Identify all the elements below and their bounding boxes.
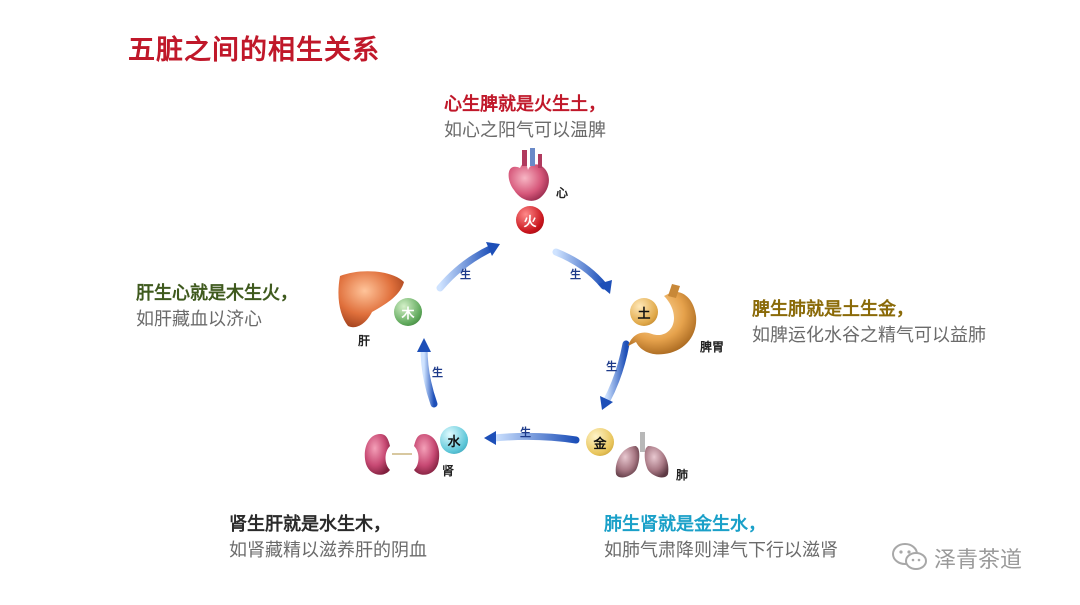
- element-metal-badge: 金: [586, 428, 614, 456]
- watermark-text: 泽青茶道: [934, 548, 1023, 573]
- caption-kidney-detail: 如肾藏精以滋养肝的阴血: [229, 540, 427, 561]
- page-title: 五脏之间的相生关系: [128, 35, 380, 66]
- caption-heart-detail: 如心之阳气可以温脾: [444, 120, 606, 141]
- arrow-lung-to-kidney: [484, 431, 580, 445]
- stomach-icon: [628, 284, 697, 355]
- caption-lung-detail: 如肺气肃降则津气下行以滋肾: [604, 540, 838, 561]
- caption-liver-detail: 如肝藏血以济心: [136, 309, 262, 330]
- lungs-icon: [615, 432, 669, 478]
- caption-heart-heading: 心生脾就是火生土，: [444, 94, 606, 115]
- caption-lung-heading: 肺生肾就是金生水，: [604, 514, 766, 535]
- caption-spleen-heading: 脾生肺就是土生金，: [752, 299, 914, 320]
- element-earth-badge: 土: [630, 298, 658, 326]
- arrow-label-liver-heart: 生: [460, 268, 471, 281]
- caption-liver: 肝生心就是木生火， 如肝藏血以济心: [136, 281, 298, 333]
- liver-icon: [338, 271, 404, 328]
- organ-label-spleen: 脾胃: [700, 340, 725, 354]
- organ-label-kidney: 肾: [442, 464, 455, 478]
- element-fire-badge: 火: [516, 206, 544, 234]
- arrow-spleen-to-lung: [600, 340, 630, 410]
- arrow-label-heart-spleen: 生: [570, 268, 581, 281]
- caption-lung: 肺生肾就是金生水， 如肺气肃降则津气下行以滋肾: [604, 512, 838, 564]
- organ-label-liver: 肝: [358, 334, 371, 348]
- caption-kidney-heading: 肾生肝就是水生木，: [229, 514, 391, 535]
- arrow-label-kidney-liver: 生: [432, 366, 443, 379]
- arrow-label-lung-kidney: 生: [520, 426, 531, 439]
- element-water-badge: 水: [440, 426, 468, 454]
- heart-icon: [508, 148, 549, 201]
- organ-label-lung: 肺: [676, 468, 689, 482]
- arrow-heart-to-spleen: [552, 248, 612, 294]
- arrow-kidney-to-liver: [417, 338, 438, 408]
- element-wood-badge: 木: [394, 298, 422, 326]
- caption-kidney: 肾生肝就是水生木， 如肾藏精以滋养肝的阴血: [229, 512, 427, 564]
- organ-label-heart: 心: [556, 186, 569, 200]
- caption-heart: 心生脾就是火生土， 如心之阳气可以温脾: [444, 92, 606, 144]
- arrow-label-spleen-lung: 生: [606, 360, 617, 373]
- caption-spleen-detail: 如脾运化水谷之精气可以益肺: [752, 325, 986, 346]
- wechat-icon: [892, 543, 927, 570]
- kidneys-icon: [364, 434, 440, 475]
- caption-spleen: 脾生肺就是土生金， 如脾运化水谷之精气可以益肺: [752, 297, 986, 349]
- arrow-liver-to-heart: [436, 242, 500, 292]
- caption-liver-heading: 肝生心就是木生火，: [136, 283, 298, 304]
